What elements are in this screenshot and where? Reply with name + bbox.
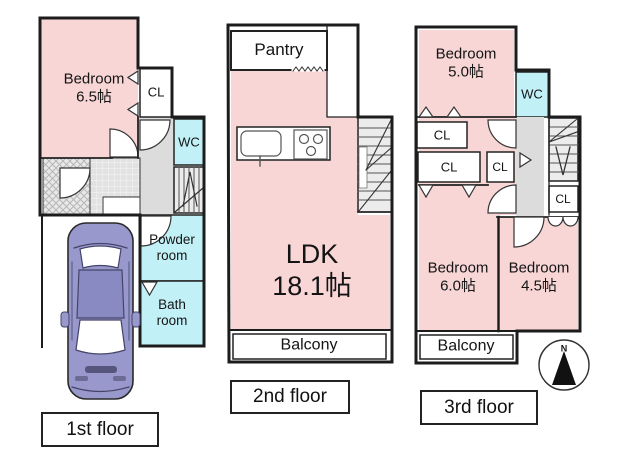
entrance-step [102,196,141,215]
bedroom6-closet-marker-2 [460,184,478,199]
bedroom45-door-arc [513,216,545,248]
bedroom5-closet-marker-1 [417,105,435,118]
powder-room-door-arc [140,215,172,247]
closet-3f-label-3: CL [492,159,508,174]
closet-3f-label-1: CL [433,127,451,143]
outer-wall-2f [226,23,394,364]
closet-1f-label: CL [147,84,165,100]
entrance-door-arc [59,167,91,199]
wc-3f-label: WC [521,86,543,102]
bedroom-45-area [500,217,578,331]
bedroom5-closet-marker-2 [445,105,463,118]
ldk-label: LDK 18.1帖 [272,239,352,301]
bath-room-label: Bath room [156,297,188,328]
bedroom-6-area [419,185,497,331]
balcony-2f-area [232,333,387,360]
floor3-label-box: 3rd floor [420,390,538,425]
bedroom-6-label: Bedroom 6.0帖 [427,259,489,294]
closet-3f-stair-box [548,185,579,213]
balcony-3f-label: Balcony [437,337,495,355]
stairs-2f [357,116,393,213]
wc-3f-area [515,71,550,118]
stairs-1f [173,166,205,214]
kitchen-counter [236,126,331,167]
closet-3f-box-3 [486,151,515,183]
floor2-label: 2nd floor [253,386,327,407]
balcony-3f-area [419,334,514,360]
compass-icon [538,339,590,391]
balcony-2f-label: Balcony [280,336,338,354]
wc-1f-area [173,118,205,166]
floor2-label-box: 2nd floor [230,380,350,414]
closet-3f-label-4: CL [555,191,571,206]
floor1-label-box: 1st floor [41,412,159,447]
outer-wall-3f [414,25,582,365]
bedroom-45-label: Bedroom 4.5帖 [508,259,570,294]
floor1-plan [38,16,206,400]
bedroom6-door-arc [487,184,517,214]
kitchen-sink [240,130,282,157]
bath-door-marker [140,281,159,297]
hall-door-arc [139,119,171,151]
bedroom45-accordion-door [547,216,579,227]
closet-door-marker-2 [126,101,139,118]
floor3-plan [414,25,590,391]
wc-1f-label: WC [178,134,200,150]
hall-closet-marker [519,151,533,169]
bedroom-6-5-label: Bedroom 6.5帖 [63,70,125,105]
floor2-plan [226,23,394,364]
bedroom6-closet-marker-1 [417,184,435,199]
car-icon [60,222,141,400]
floor1-label: 1st floor [66,418,134,440]
closet-3f-box-2 [417,151,481,183]
bedroom-5-area [419,30,514,117]
closet-3f-label-2: CL [440,159,458,175]
compass-north-label: N [560,343,568,354]
closet-door-marker-1 [126,69,139,86]
powder-room-label: Powder room [149,232,195,263]
bedroom-5-label: Bedroom 5.0帖 [435,45,497,80]
stairs-3f [548,117,579,182]
pantry-label: Pantry [254,39,304,59]
bedroom5-door-arc [487,119,517,149]
floor3-label: 3rd floor [444,396,514,418]
pantry-accordion-door [292,66,324,72]
outer-wall-1f [38,16,206,348]
